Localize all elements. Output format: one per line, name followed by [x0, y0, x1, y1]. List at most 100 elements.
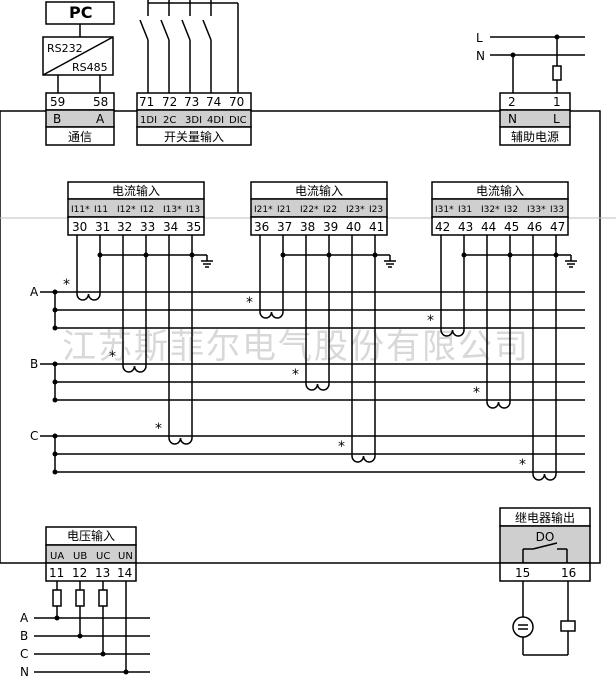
current-block-3-num-45: 45 — [504, 220, 519, 234]
voltage-junctions — [54, 615, 129, 675]
ct-bus-junction — [326, 252, 332, 258]
ct-polarity-mark: * — [155, 421, 162, 437]
voltage-label: 电压输入 — [67, 528, 115, 543]
switch-code-1di: 1DI — [140, 115, 157, 126]
current-block-3-num-47: 47 — [550, 220, 565, 234]
current-block-2-code-1: I21* — [254, 205, 273, 215]
voltage-code-uc: UC — [96, 551, 110, 562]
voltage-num-13: 13 — [95, 566, 110, 580]
switch-num-73: 73 — [184, 95, 199, 109]
supply-lines — [490, 36, 585, 93]
voltage-code-ub: UB — [73, 551, 87, 562]
switch-num-74: 74 — [206, 95, 221, 109]
ct-bus-junction — [553, 252, 559, 258]
current-block-3-code-6: I33 — [550, 205, 564, 215]
aux-code-n: N — [508, 112, 517, 126]
ct-coil-icon — [486, 401, 511, 409]
ct-polarity-mark: * — [427, 313, 434, 329]
voltage-num-12: 12 — [72, 566, 87, 580]
voltage-line-b: B — [20, 629, 28, 643]
ct-polarity-mark: * — [473, 385, 480, 401]
current-block-1-num-33: 33 — [140, 220, 155, 234]
current-block-2-code-5: I23* — [346, 205, 365, 215]
current-block-2-label: 电流输入 — [295, 183, 343, 198]
current-input-block-2 — [250, 181, 388, 236]
current-block-3-code-3: I32* — [481, 205, 500, 215]
switch-contacts — [139, 0, 239, 93]
ct-polarity-mark: * — [338, 439, 345, 455]
ct-coil-icon — [259, 311, 284, 319]
current-block-1-code-6: I13 — [186, 205, 200, 215]
ct-coil-icon — [122, 365, 147, 373]
switch-num-70: 70 — [229, 95, 244, 109]
current-input-block-1 — [67, 181, 205, 236]
current-block-2-num-39: 39 — [323, 220, 338, 234]
comm-num-59: 59 — [50, 95, 65, 109]
current-block-2-num-41: 41 — [369, 220, 384, 234]
supply-line-l: L — [476, 31, 483, 45]
aux-num-1: 1 — [553, 95, 561, 109]
voltage-line-n: N — [20, 665, 29, 677]
current-block-3-label: 电流输入 — [476, 183, 524, 198]
switch-num-72: 72 — [162, 95, 177, 109]
current-block-3-num-46: 46 — [527, 220, 542, 234]
current-block-2-num-40: 40 — [346, 220, 361, 234]
phase-bus-junctions — [52, 289, 58, 475]
pc-title: PC — [69, 3, 92, 22]
current-block-3-num-44: 44 — [481, 220, 496, 234]
ct-coil-icon — [440, 329, 465, 337]
supply-junctions — [510, 34, 560, 58]
current-block-1-label: 电流输入 — [112, 183, 160, 198]
phase-bus-lines — [40, 291, 585, 473]
aux-num-2: 2 — [508, 95, 516, 109]
relay-inner-label: DO — [536, 530, 555, 544]
relay-num-15: 15 — [515, 566, 530, 580]
switch-code-3di: 3DI — [185, 115, 202, 126]
ct-bus-junction — [507, 252, 513, 258]
current-block-3-code-5: I33* — [527, 205, 546, 215]
ct-bus-junction — [189, 252, 195, 258]
ct-coil-icon — [532, 473, 557, 481]
current-block-1-code-4: I12 — [140, 205, 154, 215]
current-block-1-num-35: 35 — [186, 220, 201, 234]
switch-code-dic: DIC — [229, 115, 247, 126]
current-block-2-num-36: 36 — [254, 220, 269, 234]
voltage-wiring — [34, 581, 150, 673]
current-block-2-code-2: I21 — [277, 205, 291, 215]
ct-coil-icon — [305, 383, 330, 391]
ct-polarity-mark: * — [63, 277, 70, 293]
rs232-label: RS232 — [47, 42, 83, 55]
current-block-1-code-2: I11 — [94, 205, 108, 215]
ct-polarity-mark: * — [246, 295, 253, 311]
voltage-terminal-block — [45, 526, 137, 582]
ct-wiring — [76, 235, 577, 481]
current-block-3-num-42: 42 — [435, 220, 450, 234]
comm-code-b: B — [53, 112, 61, 126]
current-block-2-num-38: 38 — [300, 220, 315, 234]
current-input-block-3 — [431, 181, 569, 236]
current-block-3-code-4: I32 — [504, 205, 518, 215]
current-block-2-code-4: I22 — [323, 205, 337, 215]
comm-code-a: A — [96, 112, 105, 126]
ct-bus-junction — [280, 252, 286, 258]
voltage-code-ua: UA — [50, 551, 64, 562]
voltage-num-14: 14 — [117, 566, 132, 580]
aux-label: 辅助电源 — [511, 130, 559, 144]
current-block-1-num-32: 32 — [117, 220, 132, 234]
watermark: 江苏斯菲尔电气股份有限公司 — [62, 327, 530, 367]
ct-bus-junction — [461, 252, 467, 258]
current-block-2-code-3: I22* — [300, 205, 319, 215]
pc-module — [42, 1, 115, 93]
current-block-1-num-34: 34 — [163, 220, 178, 234]
switch-code-4di: 4DI — [207, 115, 224, 126]
phase-label-c: C — [30, 429, 38, 443]
current-block-1-code-3: I12* — [117, 205, 136, 215]
ct-coil-icon — [76, 293, 101, 301]
ct-polarity-mark: * — [292, 367, 299, 383]
ct-bus-junction — [143, 252, 149, 258]
comm-label: 通信 — [68, 130, 92, 144]
current-block-2-num-37: 37 — [277, 220, 292, 234]
current-block-1-num-30: 30 — [72, 220, 87, 234]
switch-code-2c: 2C — [163, 115, 176, 126]
